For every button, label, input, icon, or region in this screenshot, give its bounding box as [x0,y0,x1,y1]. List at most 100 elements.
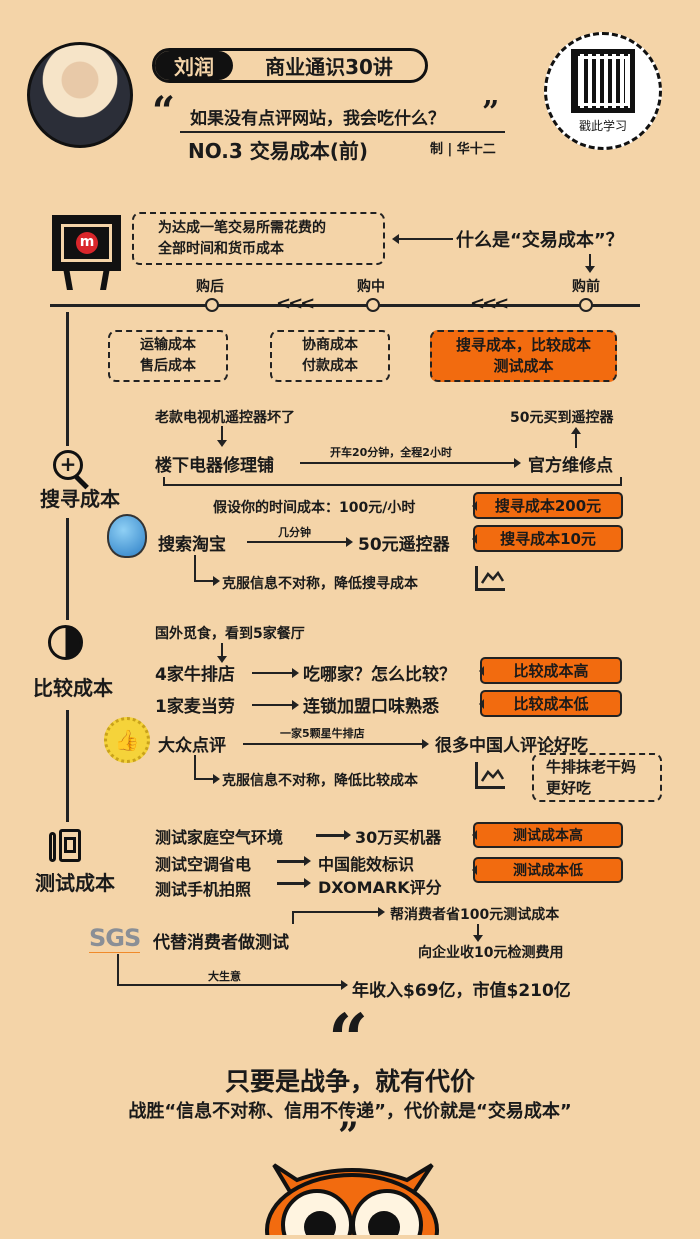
spine-line [66,518,69,620]
chain-familiar: 连锁加盟口味熟悉 [303,697,439,717]
credit: 制 | 华十二 [430,142,496,157]
definition-line1: 为达成一笔交易所需花费的 [158,219,326,236]
chart-trend-icon [475,566,505,591]
time-cost-assumption: 假设你的时间成本：100元/小时 [213,500,416,516]
bracket [163,477,622,486]
chevrons-icon: <<< [470,293,509,314]
author-name: 刘润 [155,51,233,80]
timeline-node [579,298,593,312]
dianping: 大众点评 [158,736,226,756]
big-business: 大生意 [208,970,241,983]
box-line: 运输成本 [140,337,196,353]
box-line: 协商成本 [302,337,358,353]
owl-mascot-icon [262,1155,442,1239]
stage-before: 购前 [572,279,600,295]
sgs-description: 代替消费者做测试 [153,933,289,953]
compare-cost-low: 比较成本低 [479,690,622,717]
author-avatar [27,42,133,148]
arrow-right [252,668,299,678]
steak-houses: 4家牛排店 [155,665,235,685]
few-minutes: 几分钟 [278,526,311,539]
arrow-right [205,774,220,784]
test-cost-label: 测试成本 [35,871,115,895]
compare-conclusion: 克服信息不对称，降低比较成本 [222,773,418,789]
box-line: 测试成本 [493,357,554,375]
save-consumers: 帮消费者省100元测试成本 [390,907,560,923]
compare-cost-label: 比较成本 [33,676,113,700]
definition-question: 什么是“交易成本”？ [456,230,624,251]
test-cost-low: 测试成本低 [472,857,623,883]
compare-cost-high: 比较成本高 [479,657,622,684]
test-tube-icon [49,829,83,862]
search-taobao: 搜索淘宝 [158,535,226,555]
close-quote-icon: ” [338,1115,359,1157]
episode-question: 如果没有点评网站，我会吃什么？ [190,109,445,129]
arrow-right [205,576,220,586]
test-row-right: 30万买机器 [355,828,442,847]
open-quote-icon: “ [152,88,176,135]
timeline-line [50,304,640,307]
remote-50: 50元遥控器 [358,535,450,555]
easel-icon: m [52,212,121,290]
revenue: 年收入$69亿，市值$210亿 [352,981,571,1001]
test-cost-high: 测试成本高 [472,822,623,848]
taobao-mascot-icon [107,514,147,558]
elbow-arrow [117,954,347,986]
official-repair: 官方维修点 [528,456,613,476]
series-pill: 刘润 商业通识30讲 [152,48,428,83]
arrow-right [252,700,299,710]
arrow-right [360,907,385,917]
charge-companies: 向企业收10元检测费用 [418,945,564,961]
arrow-left [392,234,453,244]
search-cost-label: 搜寻成本 [40,487,120,511]
spine-line [66,312,69,446]
thumbs-up-badge-icon: 👍 [104,717,150,763]
note-box: 牛排抹老干妈 更好吃 [532,753,662,802]
chart-trend-icon [475,762,505,789]
qr-code-icon [571,48,635,113]
test-row-right: DXOMARK评分 [318,878,442,897]
arrow-right [300,980,348,990]
definition-line2: 全部时间和货币成本 [158,240,284,257]
spine-line [66,710,69,822]
bought-remote: 50元买到遥控器 [510,410,614,426]
definition-box: 为达成一笔交易所需花费的 全部时间和货币成本 [132,212,385,265]
arrow-right [243,739,429,749]
qr-label: 戳此学习 [578,118,627,133]
which-one: 吃哪家？怎么比较？ [303,665,456,685]
stage-box-during: 协商成本 付款成本 [270,330,390,382]
arrow-right [277,878,311,888]
note-line: 更好吃 [546,778,592,797]
episode-title: NO.3 交易成本(前) [188,139,369,163]
chevrons-icon: <<< [276,293,315,314]
five-star-steak: 一家5颗星牛排店 [280,727,365,740]
stage-box-before: 搜寻成本，比较成本 测试成本 [430,330,617,382]
box-line: 搜寻成本，比较成本 [455,336,591,354]
search-zoom-icon: + [53,450,95,492]
quote-sub: 战胜“信息不对称、信用不传递”，代价就是“交易成本” [128,1101,572,1122]
scenario-text: 国外觅食，看到5家餐厅 [155,626,305,642]
box-line: 付款成本 [302,358,358,374]
test-row-left: 测试家庭空气环境 [155,828,284,847]
timeline-node [205,298,219,312]
arrow-right [300,458,521,468]
qr-bubble[interactable]: 戳此学习 [544,32,662,150]
scenario-text: 老款电视机遥控器坏了 [155,410,295,426]
search-cost-high: 搜寻成本200元 [472,492,623,519]
half-circle-icon [48,625,83,660]
repair-shop: 楼下电器修理铺 [155,456,274,476]
elbow-arrow [194,755,212,780]
arrow-right [316,830,351,840]
good-reviews: 很多中国人评论好吃 [435,736,588,756]
search-conclusion: 克服信息不对称，降低搜寻成本 [222,576,418,592]
series-title: 商业通识30讲 [265,55,393,79]
arrow-down [585,254,595,273]
stage-during: 购中 [357,279,385,295]
timeline-node [366,298,380,312]
drive-time: 开车20分钟，全程2小时 [330,446,452,459]
test-row-right: 中国能效标识 [318,855,415,874]
arrow-down [217,643,227,663]
arrow-down [217,426,227,447]
elbow-up [292,911,382,924]
note-line: 牛排抹老干妈 [546,757,637,776]
